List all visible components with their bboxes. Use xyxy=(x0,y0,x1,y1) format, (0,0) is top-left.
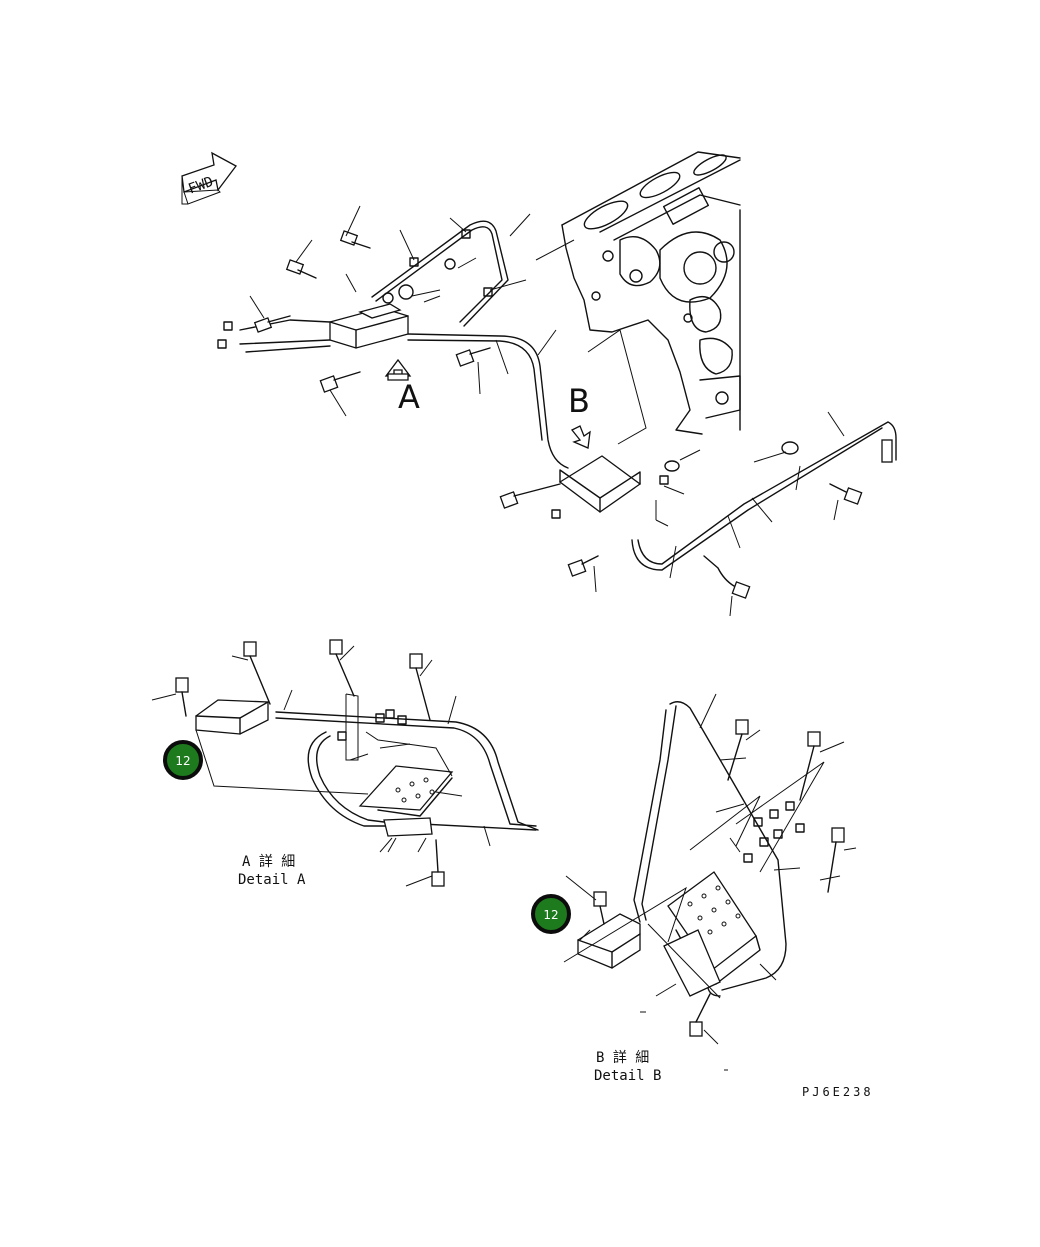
detail-a-title-jp: A 詳 細 xyxy=(242,854,295,870)
bolt-b4 xyxy=(703,555,751,599)
callout-detail-a[interactable]: 12 xyxy=(163,740,203,780)
lower-harness-assembly xyxy=(499,329,897,617)
bolt-db3 xyxy=(827,827,845,893)
view-a-label: A xyxy=(398,378,420,416)
bolt-da3 xyxy=(329,639,355,697)
view-b-arrow xyxy=(570,425,591,449)
fwd-arrow: FWD xyxy=(181,151,237,205)
bolt-a4 xyxy=(319,371,361,393)
bolt-db1 xyxy=(727,719,749,781)
drawing-code: PJ6E238 xyxy=(802,1085,874,1099)
bolt-db5 xyxy=(689,993,711,1037)
bolt-a3 xyxy=(253,315,291,333)
bolt-a1 xyxy=(339,230,371,249)
callout-detail-a-number[interactable]: 12 xyxy=(175,754,190,768)
bolt-b1 xyxy=(499,483,561,509)
bolt-da5 xyxy=(431,839,445,887)
upper-harness-assembly xyxy=(217,205,575,469)
bolt-b3 xyxy=(829,483,863,505)
detail-b-title-jp: B 詳 細 xyxy=(596,1050,649,1066)
detail-a-title-en: Detail A xyxy=(238,872,306,888)
bolt-da1 xyxy=(175,677,189,717)
detail-a-drawing xyxy=(151,639,539,887)
bolt-db2 xyxy=(799,731,821,801)
callout-detail-b-number[interactable]: 12 xyxy=(543,908,558,922)
bolt-a5 xyxy=(455,347,491,367)
bolt-b2 xyxy=(567,555,599,577)
detail-b-drawing xyxy=(563,693,857,1071)
bolt-da2 xyxy=(243,641,271,705)
bolt-da4 xyxy=(409,653,431,721)
view-b-label: B xyxy=(568,382,590,420)
detail-b-title-en: Detail B xyxy=(594,1068,661,1084)
bolt-a2 xyxy=(285,259,317,279)
bolt-db4 xyxy=(593,891,607,925)
engine-block xyxy=(561,151,741,435)
callout-detail-b[interactable]: 12 xyxy=(531,894,571,934)
